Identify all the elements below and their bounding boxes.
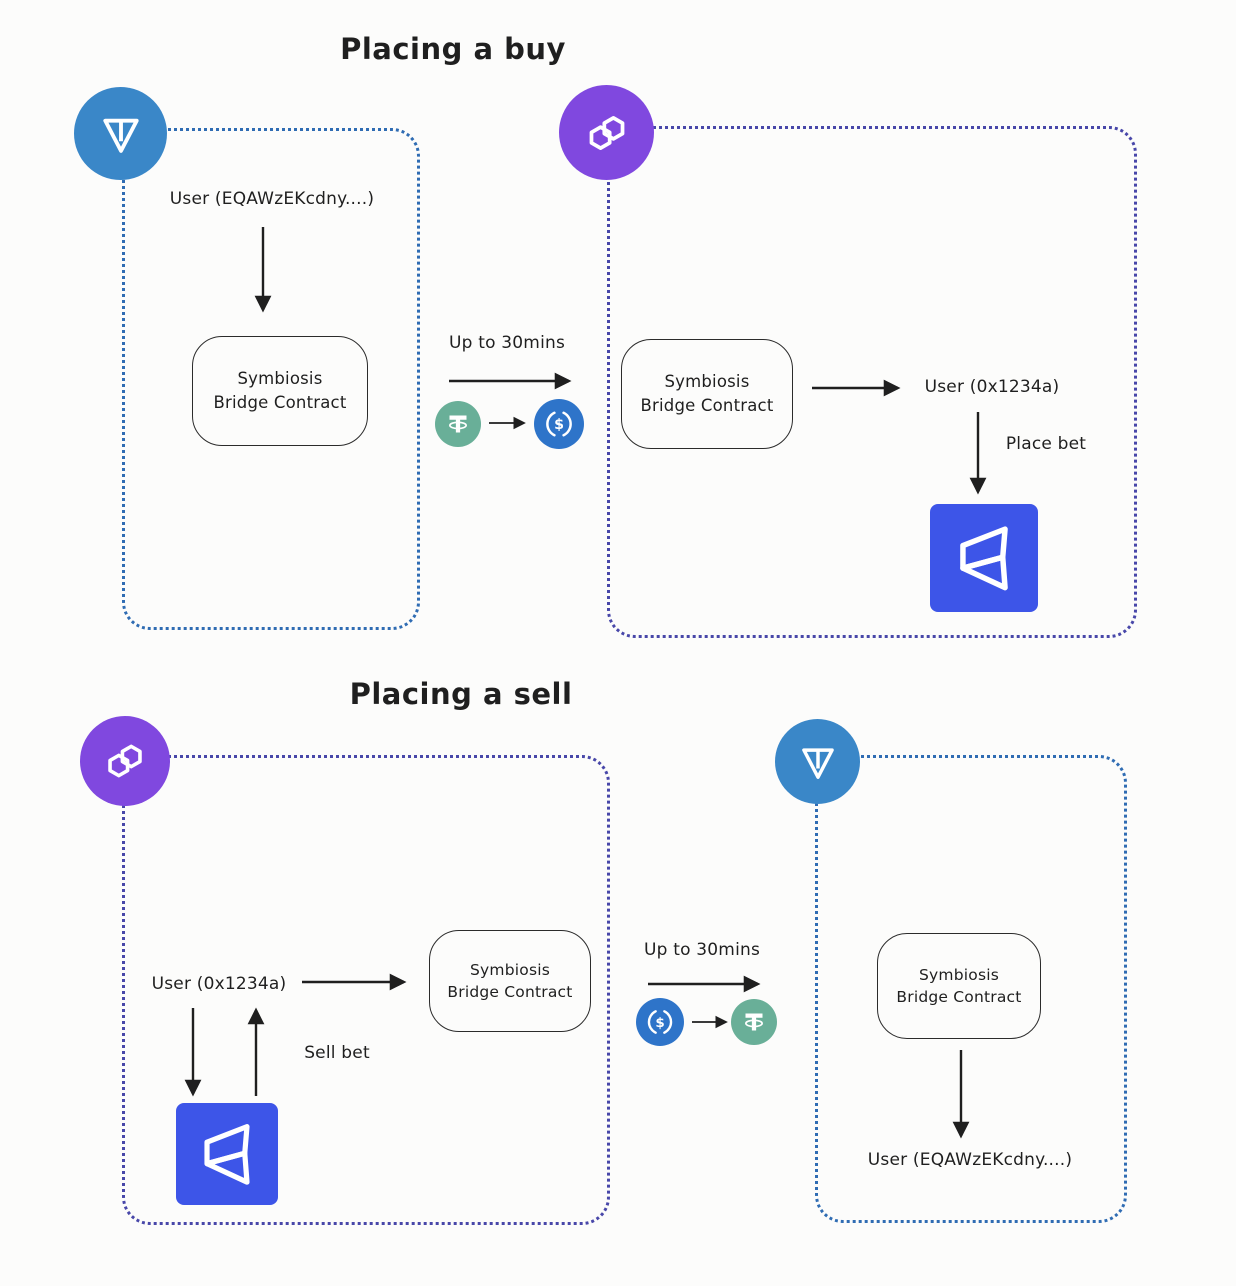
sell-ton-network-panel [815, 755, 1127, 1223]
sx-bet-icon [930, 504, 1038, 612]
ton-icon [775, 719, 860, 804]
sell-polygon-network-panel [122, 755, 610, 1225]
ton-icon [74, 87, 167, 180]
buy-ton-bridge-contract-label: Symbiosis Bridge Contract [213, 369, 347, 412]
svg-text:$: $ [655, 1016, 664, 1031]
tether-icon [731, 999, 777, 1045]
sell-section-title: Placing a sell [349, 677, 573, 711]
ton-glyph [102, 118, 139, 153]
sell-ton-bridge-contract-label: Symbiosis Bridge Contract [896, 965, 1022, 1006]
sell-bet-label: Sell bet [304, 1043, 370, 1063]
polygon-icon [80, 716, 170, 806]
usdc-icon: $ [534, 399, 584, 449]
sell-bridge-time-label: Up to 30mins [643, 940, 761, 960]
sell-ton-bridge-contract-node: Symbiosis Bridge Contract [877, 933, 1041, 1039]
sx-bet-icon [176, 1103, 278, 1205]
buy-ton-user-label: User (EQAWzEKcdny....) [169, 189, 375, 209]
buy-ton-network-panel [122, 128, 420, 630]
usdc-icon: $ [636, 998, 684, 1046]
buy-polygon-bridge-contract-node: Symbiosis Bridge Contract [621, 339, 793, 449]
sx-bet-glyph [960, 526, 1008, 591]
usdc-glyph: $ [546, 411, 572, 437]
buy-polygon-bridge-contract-label: Symbiosis Bridge Contract [640, 372, 774, 415]
buy-section-title: Placing a buy [340, 32, 566, 66]
buy-polygon-network-panel [607, 126, 1137, 638]
sell-polygon-bridge-contract-label: Symbiosis Bridge Contract [447, 960, 573, 1001]
sell-evm-user-label: User (0x1234a) [151, 974, 287, 994]
buy-evm-user-label: User (0x1234a) [924, 377, 1060, 397]
svg-text:$: $ [554, 417, 564, 433]
buy-bridge-time-label: Up to 30mins [448, 333, 566, 353]
buy-place-bet-label: Place bet [1005, 434, 1087, 454]
polygon-glyph [589, 115, 624, 150]
polygon-glyph [108, 744, 142, 778]
ton-glyph [801, 747, 834, 779]
tether-glyph [745, 1013, 763, 1031]
sell-polygon-bridge-contract-node: Symbiosis Bridge Contract [429, 930, 591, 1032]
polygon-icon [559, 85, 654, 180]
buy-ton-bridge-contract-node: Symbiosis Bridge Contract [192, 336, 368, 446]
tether-glyph [449, 415, 467, 433]
tether-icon [435, 401, 481, 447]
sell-ton-user-label: User (EQAWzEKcdny....) [867, 1150, 1073, 1170]
sx-bet-glyph [204, 1124, 250, 1185]
usdc-glyph: $ [647, 1010, 673, 1034]
